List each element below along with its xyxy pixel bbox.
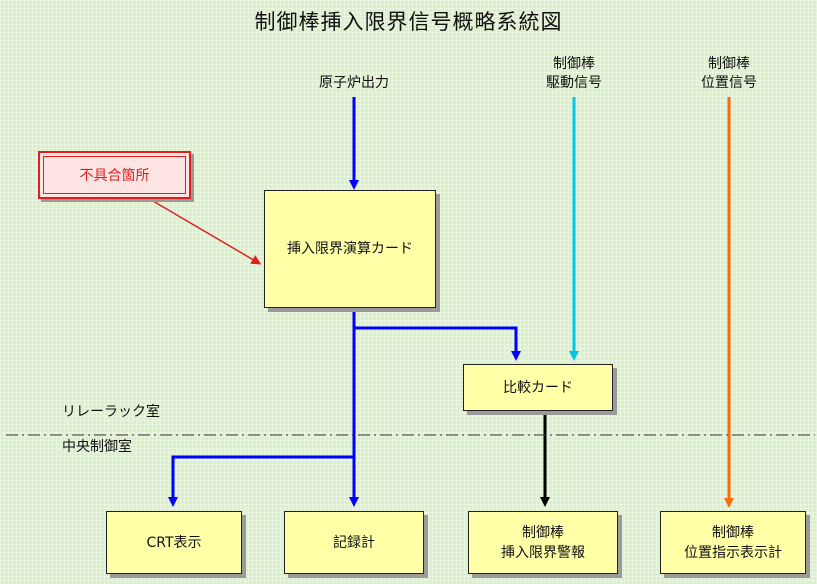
crt-label: CRT表示 <box>146 534 202 551</box>
alarm-label-line-1: 制御棒 <box>522 524 564 541</box>
insertion-limit-calc-card: 挿入限界演算カード <box>264 190 436 308</box>
calc-card-label: 挿入限界演算カード <box>287 241 413 257</box>
alarm-label-line-2: 挿入限界警報 <box>501 544 585 561</box>
position-signal-line-1: 制御棒 <box>708 56 750 72</box>
position-display-label-line-2: 位置指示表示計 <box>684 544 782 561</box>
reactor-power-text: 原子炉出力 <box>319 75 389 91</box>
position-signal-line-2: 位置信号 <box>701 75 757 91</box>
defect-location-label: 不具合箇所 <box>43 156 186 194</box>
recorder-box: 記録計 <box>284 511 424 574</box>
position-signal-label: 制御棒 位置信号 <box>675 55 783 93</box>
compare-card-label: 比較カード <box>503 379 573 396</box>
recorder-label: 記録計 <box>333 534 375 551</box>
reactor-power-label: 原子炉出力 <box>298 74 410 93</box>
defect-location-badge: 不具合箇所 <box>38 151 191 199</box>
drive-signal-label: 制御棒 駆動信号 <box>520 55 628 93</box>
control-room-label: 中央制御室 <box>62 439 132 455</box>
drive-signal-line-1: 制御棒 <box>553 56 595 72</box>
drive-signal-line-2: 駆動信号 <box>546 75 602 91</box>
relay-room-label: リレーラック室 <box>62 404 160 420</box>
calc-to-crt-line <box>168 455 354 507</box>
insertion-limit-alarm-box: 制御棒 挿入限界警報 <box>468 511 618 574</box>
crt-display-box: CRT表示 <box>106 511 242 574</box>
position-indicator-box: 制御棒 位置指示表示計 <box>660 511 806 574</box>
compare-card: 比較カード <box>463 364 613 411</box>
calc-to-compare-line <box>354 326 521 361</box>
page-title: 制御棒挿入限界信号概略系統図 <box>254 10 563 34</box>
position-display-label-line-1: 制御棒 <box>712 524 754 541</box>
defect-pointer-line <box>152 200 262 265</box>
